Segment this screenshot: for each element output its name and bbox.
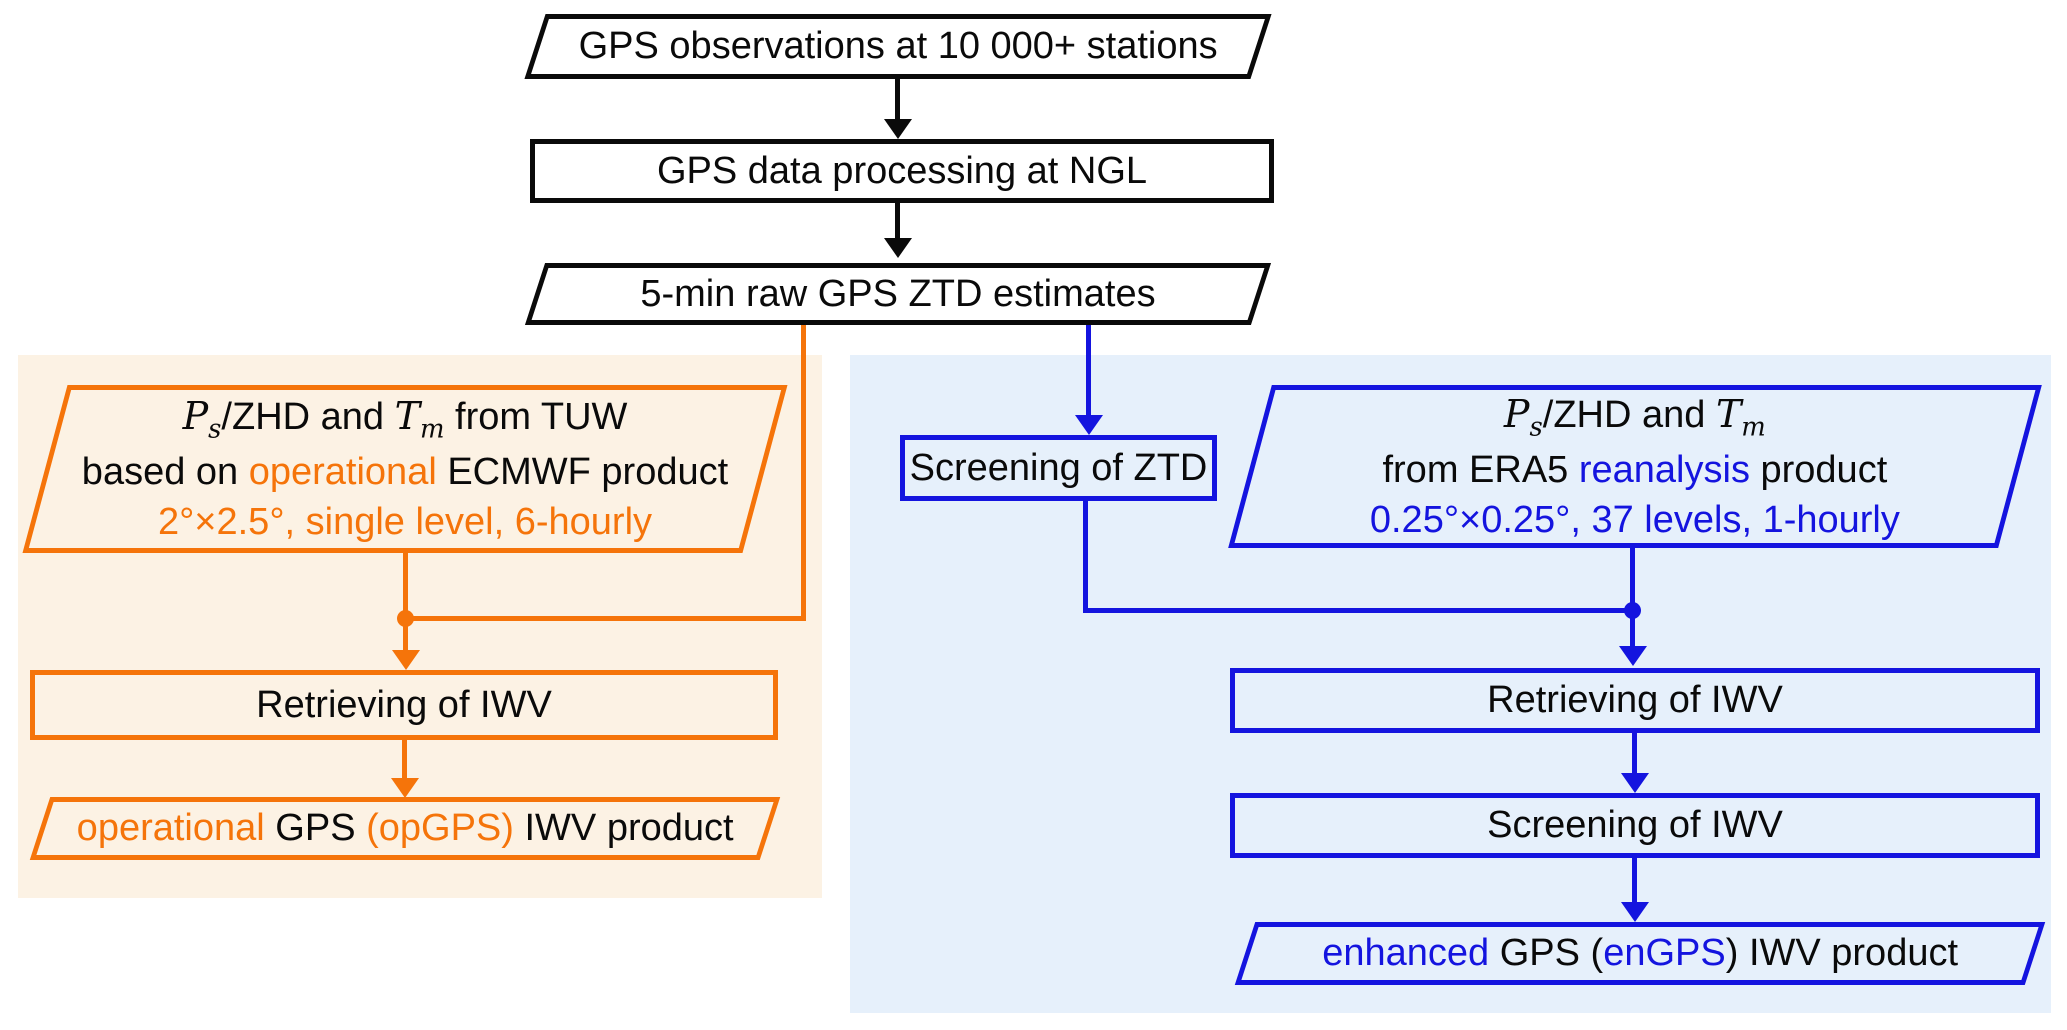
connector-ztd-to-screening [1086, 325, 1091, 417]
arrow-down-icon [391, 778, 419, 798]
connector-left-source-to-junction [403, 553, 408, 621]
connector-screening-down [1083, 500, 1088, 613]
source-line-1: Ps/ZHD and Tm [1504, 391, 1766, 443]
arrow-down-icon [1621, 773, 1649, 793]
node-gps-observations: GPS observations at 10 000+ stations [524, 14, 1272, 79]
connector-processing-to-ztd [895, 202, 900, 238]
node-label: Screening of IWV [1487, 804, 1783, 847]
node-tuw-source: Ps/ZHD and Tm from TUW based on operatio… [22, 385, 788, 553]
node-label: operational GPS (opGPS) IWV product [76, 807, 734, 850]
node-label: Screening of ZTD [909, 446, 1208, 489]
node-engps-product: enhanced GPS (enGPS) IWV product [1234, 922, 2046, 985]
node-label: Ps/ZHD and Tm from TUW based on operatio… [50, 391, 760, 547]
source-line-3: 2°×2.5°, single level, 6-hourly [157, 500, 653, 543]
arrow-down-icon [884, 238, 912, 258]
node-label: enhanced GPS (enGPS) IWV product [1322, 932, 1958, 975]
source-line-2: from ERA5 reanalysis product [1382, 448, 1888, 491]
connector-obs-to-processing [895, 79, 900, 121]
connector-junction-to-right-retrieving [1630, 610, 1635, 648]
node-screening-iwv: Screening of IWV [1230, 793, 2040, 858]
arrow-down-icon [1075, 415, 1103, 435]
node-gps-processing: GPS data processing at NGL [530, 139, 1274, 203]
connector-screening-to-product [1632, 858, 1637, 904]
source-line-3: 0.25°×0.25°, 37 levels, 1-hourly [1369, 498, 1900, 541]
node-label: Ps/ZHD and Tm from ERA5 reanalysis produ… [1255, 389, 2015, 545]
connector-right-source-to-junction [1630, 548, 1635, 613]
node-screening-ztd: Screening of ZTD [900, 435, 1217, 501]
node-label: Retrieving of IWV [256, 683, 552, 726]
source-line-1: Ps/ZHD and Tm from TUW [182, 393, 628, 445]
connector-right-junction-horizontal [1083, 608, 1635, 613]
connector-right-retrieving-to-screening [1632, 733, 1637, 775]
arrow-down-icon [884, 119, 912, 139]
arrow-down-icon [1621, 902, 1649, 922]
arrow-down-icon [1619, 646, 1647, 666]
connector-ztd-to-left-junction [801, 325, 806, 621]
arrow-down-icon [392, 650, 420, 670]
node-label: Retrieving of IWV [1487, 679, 1783, 722]
node-opgps-product: operational GPS (opGPS) IWV product [29, 797, 781, 860]
node-right-retrieving-iwv: Retrieving of IWV [1230, 668, 2040, 733]
connector-left-retrieving-to-product [402, 740, 407, 780]
connector-left-junction-horizontal [403, 616, 806, 621]
node-label: 5-min raw GPS ZTD estimates [640, 272, 1156, 315]
connector-junction-to-left-retrieving [403, 618, 408, 652]
node-left-retrieving-iwv: Retrieving of IWV [30, 670, 778, 740]
node-label: GPS data processing at NGL [656, 149, 1148, 192]
node-era5-source: Ps/ZHD and Tm from ERA5 reanalysis produ… [1228, 385, 2042, 548]
node-ztd-estimates: 5-min raw GPS ZTD estimates [524, 263, 1272, 325]
node-label: GPS observations at 10 000+ stations [578, 25, 1218, 68]
source-line-2: based on operational ECMWF product [81, 450, 729, 493]
